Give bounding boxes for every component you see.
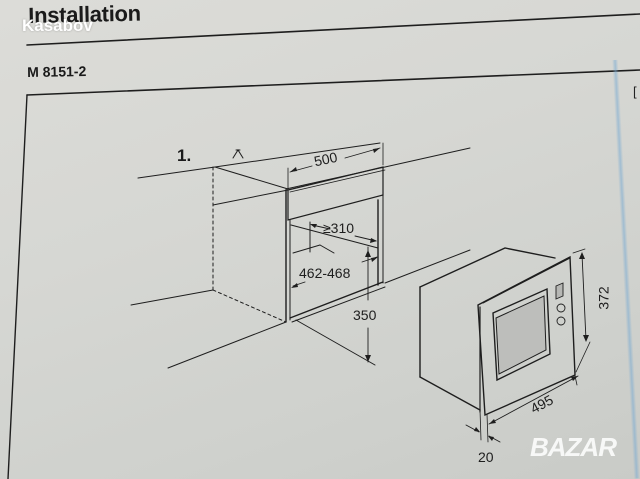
edge-bracket-mark: [ [633, 84, 637, 99]
content-box-left-edge [7, 94, 28, 479]
frame-depth-label: 20 [478, 449, 494, 465]
appliance-height-label: 372 [595, 286, 612, 310]
niche-depth-label: ≥310 [323, 220, 355, 236]
model-rule [26, 69, 640, 96]
heading-rule [26, 13, 640, 46]
watermark-kasabov: Kasabov [22, 16, 93, 35]
niche-floor-height-label: 350 [353, 307, 377, 323]
watermark-bazar: BAZAR [530, 432, 617, 462]
step-number: 1. [177, 146, 192, 165]
niche-height-range-label: 462-468 [299, 265, 351, 281]
